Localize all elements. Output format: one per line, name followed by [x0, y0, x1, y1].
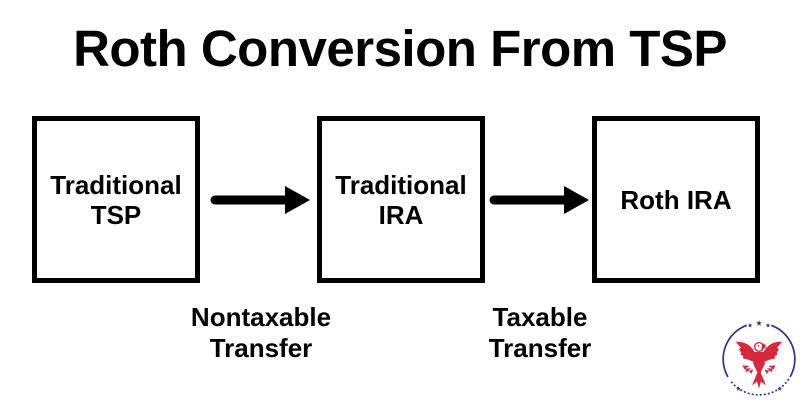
- flow-box-label: Traditional IRA: [335, 169, 467, 230]
- eagle-emblem-logo: [722, 320, 796, 396]
- eagle-icon: [735, 341, 783, 389]
- flow-box-traditional-tsp: Traditional TSP: [32, 116, 200, 283]
- flow-box-roth-ira: Roth IRA: [592, 116, 760, 283]
- flow-box-label: Roth IRA: [620, 184, 732, 215]
- taxable-transfer-label: Taxable Transfer: [488, 302, 592, 363]
- nontaxable-transfer-label: Nontaxable Transfer: [190, 302, 332, 363]
- arrow-right-icon: [489, 186, 589, 214]
- emblem-circle-border: [722, 324, 796, 396]
- arrow-right-icon: [210, 186, 310, 214]
- page-title: Roth Conversion From TSP: [73, 20, 727, 77]
- flow-box-traditional-ira: Traditional IRA: [317, 116, 485, 283]
- flow-box-label: Traditional TSP: [50, 169, 182, 230]
